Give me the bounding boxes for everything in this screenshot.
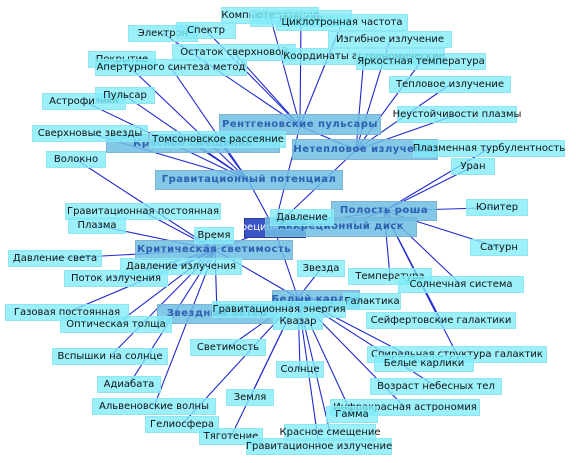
node-gravitational-constant[interactable]: Гравитационная постоянная [65,203,221,220]
node-gamma[interactable]: Гамма [326,406,378,423]
node-uranus[interactable]: Уран [451,158,495,175]
hub-edge-line [273,227,299,299]
node-gravitational-potential[interactable]: Гравитационный потенциал [155,170,343,190]
node-age-of-celestial-bodies[interactable]: Возраст небесных тел [370,378,502,395]
node-solar-system[interactable]: Солнечная система [398,276,524,293]
edge-line [299,18,302,127]
node-aperture-synthesis[interactable]: Апертурного синтеза метод [95,59,247,76]
node-gravitational-radiation[interactable]: Гравитационное излучение [246,438,392,455]
node-alfven-waves[interactable]: Альвеновские волны [92,398,216,415]
node-plasma[interactable]: Плазма [68,217,126,234]
node-earth[interactable]: Земля [226,389,274,406]
node-pressure[interactable]: Давление [270,209,334,226]
node-quasar[interactable]: Квазар [273,313,323,330]
node-luminosity[interactable]: Светимость [190,339,266,356]
node-brightness-temperature[interactable]: Яркостная температура [356,53,486,70]
edge-line [121,59,249,181]
node-solar-flares[interactable]: Вспышки на солнце [52,348,168,365]
edge-line [269,15,301,127]
node-time[interactable]: Время [194,227,234,244]
node-bending-radiation[interactable]: Изгибное излучение [328,31,452,48]
node-saturn[interactable]: Сатурн [470,239,528,256]
node-thermal-radiation[interactable]: Тепловое излучение [389,76,511,93]
node-seyfert-galaxies[interactable]: Сейфертовские галактики [366,312,516,329]
node-plasma-instabilities[interactable]: Неустойчивости плазмы [393,106,521,123]
node-white-dwarfs[interactable]: Белые карлики [374,355,474,372]
node-x-ray-pulsars[interactable]: Рентгеновские пульсары [219,114,381,135]
node-star[interactable]: Звезда [297,260,345,277]
node-supernovae[interactable]: Сверхновые звезды [32,125,148,142]
node-cyclotron-frequency[interactable]: Циклотронная частота [276,14,408,31]
node-optical-depth[interactable]: Оптическая толща [60,316,172,333]
edge-line [153,249,216,407]
node-adiabat[interactable]: Адиабата [97,376,161,393]
edge-line [170,67,249,181]
node-plasma-turbulence[interactable]: Плазменная турбулентность [413,140,565,157]
node-radiation-flux[interactable]: Поток излучения [64,270,168,287]
node-galaxy[interactable]: Галактика [343,293,401,310]
node-thomson-scattering[interactable]: Томсоновское рассеяние [150,131,286,148]
node-fiber[interactable]: Волокно [46,151,106,168]
node-spectrum[interactable]: Спектр [176,22,236,39]
node-jupiter[interactable]: Юпитер [466,199,528,216]
node-sun[interactable]: Солнце [276,361,324,378]
node-pulsar-2[interactable]: Пульсар [95,87,155,104]
node-light-pressure[interactable]: Давление света [8,250,102,267]
